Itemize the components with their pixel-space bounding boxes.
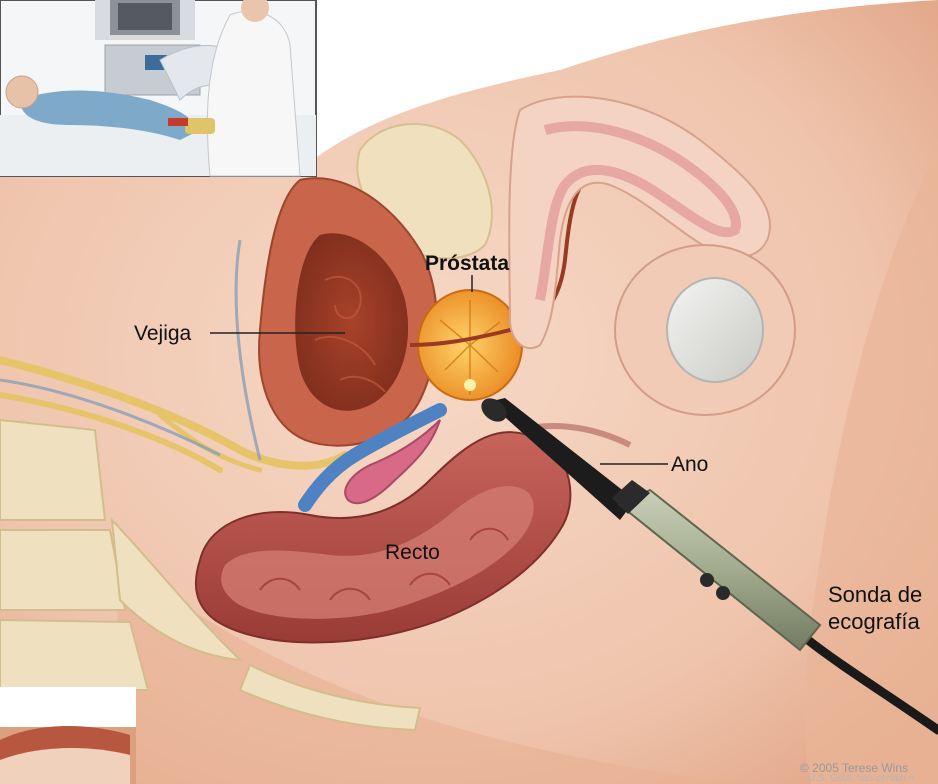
doctor-body	[207, 11, 300, 176]
patient-head	[6, 76, 38, 108]
testis	[667, 278, 763, 382]
label-recto: Recto	[385, 542, 440, 563]
inset-procedure-scene	[0, 0, 316, 176]
label-sonda-line1: Sonda de	[828, 581, 922, 608]
label-prostata: Próstata	[425, 253, 509, 274]
label-vejiga: Vejiga	[134, 323, 191, 344]
prostate-highlight	[464, 379, 476, 391]
probe-button-1	[700, 573, 714, 587]
copyright-line2: U.S. Govt. has certain ri	[808, 773, 914, 784]
label-ano: Ano	[671, 454, 708, 475]
inset-crop-bottom-left	[0, 687, 136, 784]
probe-button-2	[716, 586, 730, 600]
label-sonda-line2: ecografía	[828, 608, 920, 635]
